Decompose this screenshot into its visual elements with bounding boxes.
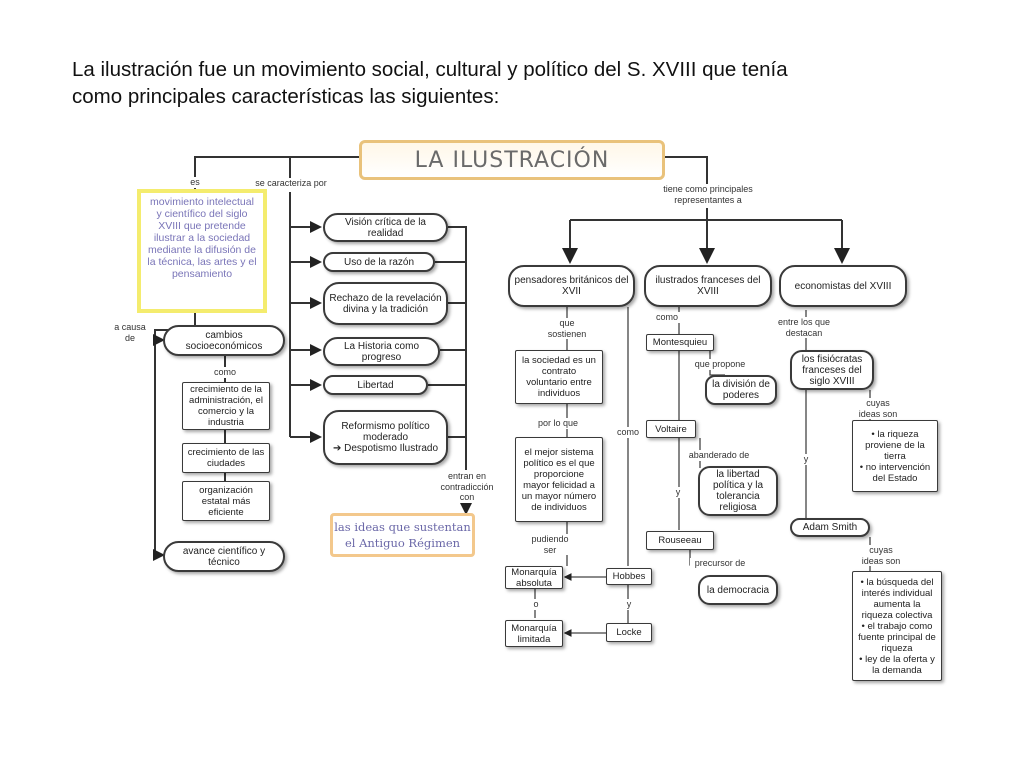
link-abanderado: abanderado de [682,450,756,461]
ideas-fisiocratas: • la riqueza proviene de la tierra • no … [852,420,938,492]
heading-line-1: La ilustración fue un movimiento social,… [72,58,788,81]
idea-item: • ley de la oferta y la demanda [859,653,935,676]
smith-node: Adam Smith [790,518,870,537]
link-entre: entre los que destacan [769,317,839,338]
voltaire-node: Voltaire [646,420,696,438]
link-o: o [529,599,543,610]
democracia-node: la democracia [698,575,778,605]
cause-item: organización estatal más eficiente [182,481,270,521]
despotismo-label: ➔ Despotismo Ilustrado [332,443,439,454]
link-por-lo-que: por lo que [533,418,583,429]
fisiocratas-node: los fisiócratas franceses del siglo XVII… [790,350,874,390]
heading-line-2: como principales características las sig… [72,85,500,108]
idea-item: • la riqueza proviene de la tierra [865,428,925,462]
group-french: ilustrados franceses del XVIII [644,265,772,307]
slide-heading: La ilustración fue un movimiento social,… [72,56,972,110]
link-sostienen: que sostienen [544,318,590,339]
link-pudiendo: pudiendo ser [530,534,570,555]
characteristic-node-reformismo: Reformismo político moderado ➔ Despotism… [323,410,448,465]
characteristic-node: Rechazo de la revelación divina y la tra… [323,282,448,325]
link-contradiccion: entran en contradicción con [436,471,498,503]
link-representantes: tiene como principales representantes a [648,184,768,205]
division-node: la división de poderes [705,375,777,405]
limitada-node: Monarquía limitada [505,620,563,647]
antiguo-regimen-box: las ideas que sustentan el Antiguo Régim… [330,513,475,557]
idea-item: • el trabajo como fuente principal de ri… [858,620,936,654]
locke-node: Locke [606,623,652,642]
idea-item: • no intervención del Estado [859,461,931,484]
link-french-y: y [672,487,684,498]
link-british-y: y [623,599,635,610]
causes-node: cambios socioeconómicos [163,325,285,356]
link-economists-y: y [800,454,812,465]
characteristic-node: La Historia como progreso [323,337,440,366]
link-es: es [184,177,206,188]
rousseau-node: Rouseeau [646,531,714,550]
link-a-causa: a causa de [108,322,152,343]
reformismo-label: Reformismo político moderado [341,421,430,443]
characteristic-node: Visión crítica de la realidad [323,213,448,242]
link-cuyas-1: cuyas ideas son [857,398,899,419]
montesquieu-node: Montesquieu [646,334,714,351]
idea-item: • la búsqueda del interés individual aum… [860,576,934,621]
link-caracteriza: se caracteriza por [248,178,334,189]
characteristic-node: Uso de la razón [323,252,435,272]
sistema-node: el mejor sistema político es el que prop… [515,437,603,522]
link-cuyas-2: cuyas ideas son [860,545,902,566]
link-french-como: como [654,312,680,323]
libertad-node: la libertad política y la tolerancia rel… [698,466,778,516]
cause-item: crecimiento de las ciudades [182,443,270,473]
hobbes-node: Hobbes [606,568,652,585]
ideas-smith: • la búsqueda del interés individual aum… [852,571,942,681]
definition-box: movimiento intelectual y científico del … [137,189,267,313]
link-causes-como: como [208,367,242,378]
map-title: LA ILUSTRACIÓN [359,140,665,180]
contrato-node: la sociedad es un contrato voluntario en… [515,350,603,404]
link-british-como: como [613,427,643,438]
group-british: pensadores británicos del XVII [508,265,635,307]
link-propone: que propone [691,359,749,370]
cause-item: crecimiento de la administración, el com… [182,382,270,430]
absoluta-node: Monarquía absoluta [505,566,563,589]
link-precursor: precursor de [690,558,750,569]
group-economists: economistas del XVIII [779,265,907,307]
avance-node: avance científico y técnico [163,541,285,572]
characteristic-node: Libertad [323,375,428,395]
